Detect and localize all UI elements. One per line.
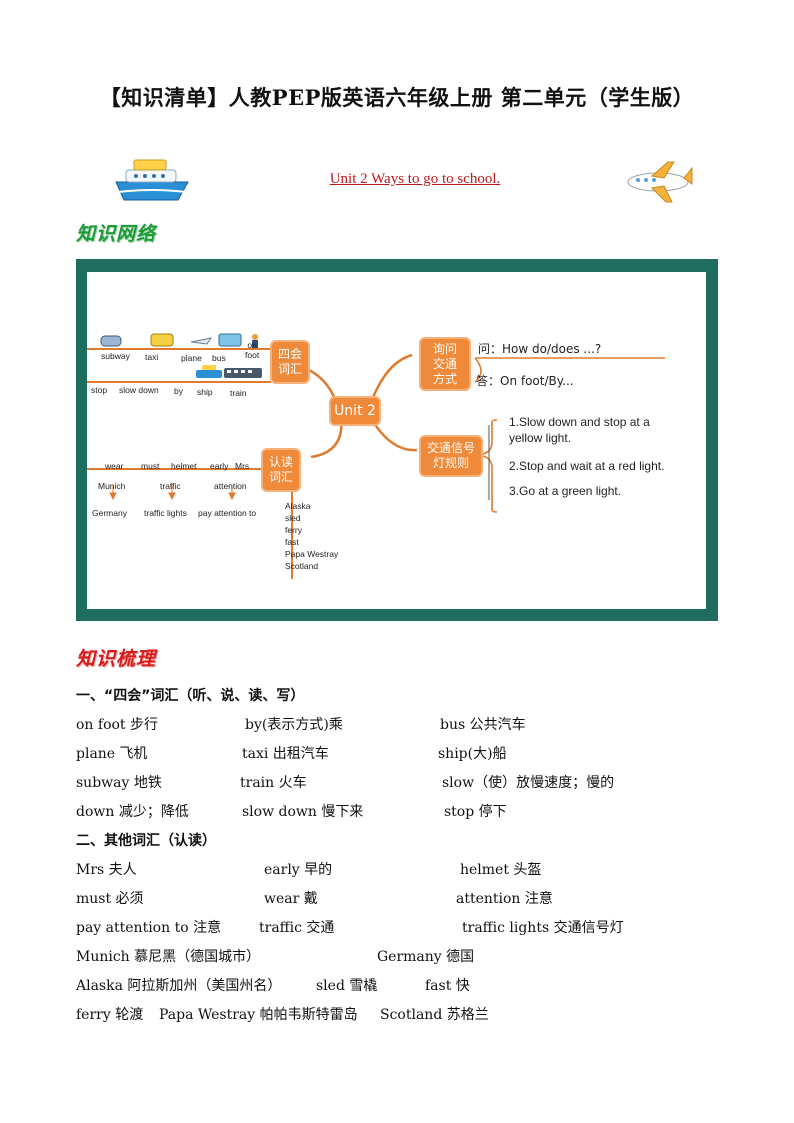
vocab-item: Munich 慕尼黑（德国城市） (76, 949, 261, 965)
vocab-item: fast 快 (425, 978, 470, 994)
word-munich: Munich (98, 481, 126, 491)
word-pay-attention-to: pay attention to (198, 508, 257, 518)
vocab-item: down 减少；降低 (76, 804, 189, 820)
word-scotland: Scotland (285, 561, 319, 571)
document-title: 【知识清单】人教PEP版英语六年级上册 第二单元（学生版） (99, 85, 695, 110)
vocab-item: helmet 头盔 (460, 862, 542, 878)
ship-train-icons (196, 365, 262, 378)
vocab-item: plane 飞机 (76, 746, 148, 762)
four-skills-vocab-node: 四会 词汇 (270, 340, 310, 384)
word-must: must (141, 461, 160, 471)
vocab-row: Mrs 夫人 early 早的 helmet 头盔 (76, 860, 726, 889)
unit-title: Unit 2 Ways to go to school. (329, 171, 501, 187)
vocab-item: must 必须 (76, 891, 144, 907)
word-early: early (210, 461, 229, 471)
vocab-item: Papa Westray 帕帕韦斯特雷岛 (159, 1007, 358, 1023)
vocab-item: pay attention to 注意 (76, 920, 222, 936)
airplane-icon (627, 161, 693, 203)
word-subway: subway (101, 351, 130, 361)
vocab-item: train 火车 (240, 775, 307, 791)
unit-2-center-node: Unit 2 (329, 396, 381, 426)
vocabulary-content: 一、“四会”词汇（听、说、读、写） on foot 步行 by(表示方式)乘 b… (76, 686, 726, 1034)
vocab-item: traffic 交通 (259, 920, 335, 936)
word-ferry: ferry (285, 525, 302, 535)
rule-2-text: 2.Stop and wait at a red light. (509, 459, 665, 473)
vocab-item: wear 戴 (264, 891, 318, 907)
mindmap-panel: subway taxi plane bus on foot stop slow … (87, 272, 706, 609)
rule-1-text: 1.Slow down and stop at a yellow light. (509, 415, 650, 445)
vocab-row: pay attention to 注意 traffic 交通 traffic l… (76, 918, 726, 947)
mindmap-frame: subway taxi plane bus on foot stop slow … (76, 259, 718, 621)
word-ship: ship (197, 387, 213, 397)
word-alaska: Alaska (285, 501, 311, 511)
top-row-rule (87, 348, 271, 350)
vocab-row: down 减少；降低 slow down 慢下来 stop 停下 (76, 802, 726, 831)
word-slow-down: slow down (119, 385, 159, 395)
word-by: by (174, 386, 183, 396)
vocab-item: on foot 步行 (76, 717, 159, 733)
vocab-item: Germany 德国 (377, 949, 475, 965)
vocab-item: Scotland 苏格兰 (380, 1007, 489, 1023)
section-1-heading: 一、“四会”词汇（听、说、读、写） (76, 688, 305, 704)
vocab-item: slow down 慢下来 (242, 804, 364, 820)
ask-transport-node: 询问 交通 方式 (419, 337, 471, 391)
word-papa-westray: Papa Westray (285, 549, 339, 559)
vocab-item: bus 公共汽车 (440, 717, 526, 733)
word-on-foot: on foot (245, 340, 260, 360)
vocab-item: sled 雪橇 (316, 978, 378, 994)
word-sled: sled (285, 513, 301, 523)
knowledge-network-banner: 知识网络 (76, 223, 157, 245)
vocab-item: Alaska 阿拉斯加州（美国州名） (76, 978, 282, 994)
word-fast: fast (285, 537, 299, 547)
vocab-item: traffic lights 交通信号灯 (462, 920, 624, 936)
vocab-item: ferry 轮渡 (76, 1007, 144, 1023)
vocab-item: early 早的 (264, 862, 333, 878)
vocab-item: stop 停下 (444, 804, 507, 820)
word-stop: stop (91, 385, 108, 395)
rule-3-text: 3.Go at a green light. (509, 484, 622, 498)
vocab-item: by(表示方式)乘 (245, 717, 343, 733)
ask-question-text: 问：How do/does ...? (478, 342, 602, 356)
vocab-item: Mrs 夫人 (76, 862, 137, 878)
word-attention: attention (214, 481, 247, 491)
word-plane: plane (181, 353, 202, 363)
knowledge-review-banner: 知识梳理 (76, 648, 157, 670)
word-traffic: traffic (160, 481, 181, 491)
word-mrs: Mrs (235, 461, 250, 471)
word-germany: Germany (92, 508, 127, 518)
vocab-item: subway 地铁 (76, 775, 162, 791)
vocab-row: Alaska 阿拉斯加州（美国州名） sled 雪橇 fast 快 (76, 976, 726, 1005)
ask-answer-text: 答：On foot/By... (476, 374, 574, 388)
cruise-ship-icon (115, 159, 189, 201)
word-helmet: helmet (171, 461, 197, 471)
word-taxi: taxi (145, 352, 159, 362)
vocab-item: attention 注意 (456, 891, 553, 907)
vocab-item: taxi 出租汽车 (242, 746, 329, 762)
vocab-item: ship(大)船 (438, 746, 507, 762)
vocab-item: slow（使）放慢速度；慢的 (442, 775, 615, 791)
vocab-row: on foot 步行 by(表示方式)乘 bus 公共汽车 (76, 715, 726, 744)
section-2-heading: 二、其他词汇（认读） (76, 833, 216, 849)
word-wear: wear (105, 461, 124, 471)
word-bus: bus (212, 353, 226, 363)
vocab-row: subway 地铁 train 火车 slow（使）放慢速度；慢的 (76, 773, 726, 802)
vocab-row: must 必须 wear 戴 attention 注意 (76, 889, 726, 918)
word-traffic-lights: traffic lights (144, 508, 187, 518)
vocab-row: plane 飞机 taxi 出租汽车 ship(大)船 (76, 744, 726, 773)
traffic-light-rules-node: 交通信号 灯规则 (419, 435, 483, 477)
vehicle-icons-row (100, 333, 258, 348)
vocab-row: ferry 轮渡 Papa Westray 帕帕韦斯特雷岛 Scotland 苏… (76, 1005, 726, 1034)
word-train: train (230, 388, 247, 398)
read-vocab-node: 认读 词汇 (261, 448, 301, 492)
read-row-rule (87, 468, 277, 470)
second-row-rule (87, 381, 271, 383)
vocab-row: Munich 慕尼黑（德国城市） Germany 德国 (76, 947, 726, 976)
